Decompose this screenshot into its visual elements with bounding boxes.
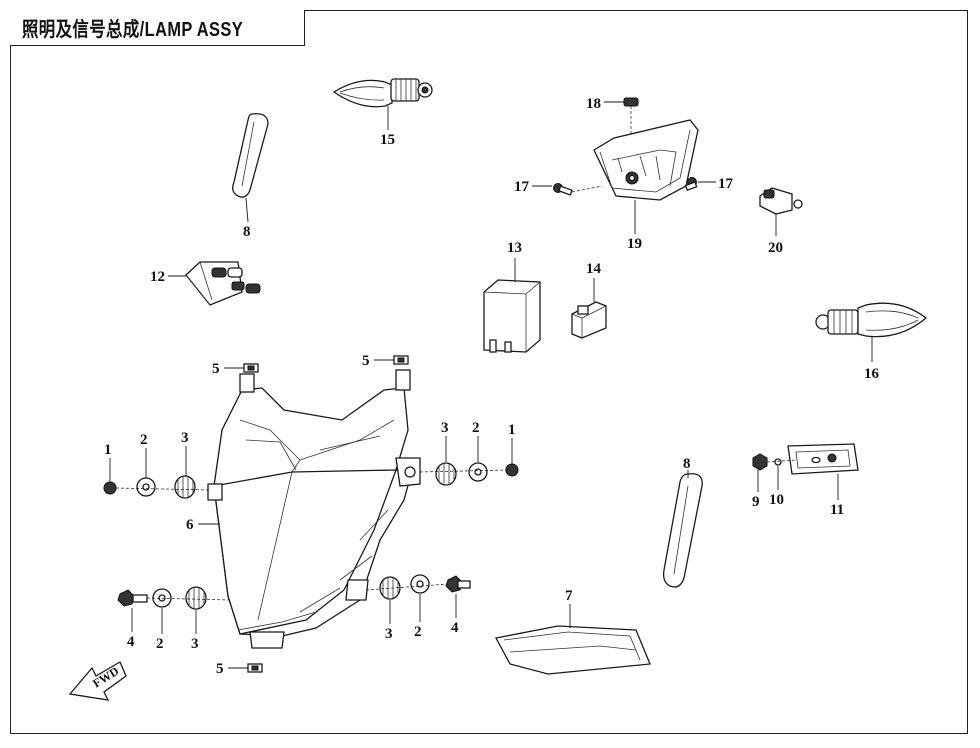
callout-4-right: 4: [451, 620, 459, 636]
part-4-bolt-right: [445, 575, 471, 593]
callout-10: 10: [769, 492, 784, 508]
callout-19: 19: [627, 236, 642, 252]
part-18-clip: [623, 97, 639, 107]
callout-17-right: 17: [718, 176, 734, 192]
callout-16: 16: [864, 366, 880, 382]
callout-2-lower-right: 2: [414, 624, 422, 640]
callout-9: 9: [752, 494, 760, 510]
callout-5-bottom: 5: [216, 661, 224, 677]
callout-7: 7: [565, 588, 573, 604]
part-19-tail-light: [593, 119, 699, 201]
part-2-washer-lower-left: [152, 588, 172, 608]
diagram-title: 照明及信号总成/LAMP ASSY: [22, 19, 244, 41]
part-4-bolt-left: [117, 589, 148, 607]
callout-15: 15: [380, 132, 395, 148]
part-11-plate: [787, 443, 859, 475]
callout-1-right: 1: [508, 422, 516, 438]
fwd-direction-arrow: FWD: [68, 661, 127, 701]
callout-4-left: 4: [127, 634, 135, 650]
part-15-turn-signal-front: [332, 78, 433, 108]
callout-2-upper-left: 2: [140, 432, 148, 448]
callout-3-upper-right: 3: [441, 420, 449, 436]
part-3-grommet-right: [435, 462, 457, 486]
callout-6: 6: [186, 517, 194, 533]
callout-18: 18: [586, 96, 601, 112]
callout-12: 12: [150, 269, 165, 285]
callout-13: 13: [507, 240, 522, 256]
part-10-washer: [774, 458, 782, 466]
part-2-washer-left: [136, 477, 156, 497]
callout-8-upper: 8: [243, 224, 251, 240]
part-3-grommet-lower-right: [379, 576, 401, 600]
callout-2-lower-left: 2: [156, 636, 164, 652]
part-5-clip-a: [243, 363, 259, 373]
part-16-turn-signal-rear: [815, 302, 928, 338]
callout-3-lower-left: 3: [191, 636, 199, 652]
callout-1-left: 1: [104, 442, 112, 458]
part-9-nut: [752, 453, 768, 471]
part-20-sensor: [759, 187, 803, 215]
part-3-grommet-left: [174, 475, 196, 499]
callout-3-upper-left: 3: [181, 430, 189, 446]
callout-11: 11: [830, 502, 844, 518]
part-2-washer-lower-right: [410, 574, 430, 594]
part-5-clip-c: [247, 663, 263, 673]
part-8-reflector-lower: [662, 473, 703, 588]
callout-20: 20: [768, 240, 783, 256]
diagram-frame: [10, 10, 968, 734]
callout-3-lower-right: 3: [385, 626, 393, 642]
part-13-flasher-relay: [483, 279, 541, 353]
part-14-connector: [571, 301, 607, 339]
title-box: 照明及信号总成/LAMP ASSY: [10, 10, 305, 46]
part-7-lower-cover: [495, 625, 651, 675]
callout-5-upper-left: 5: [212, 361, 220, 377]
part-3-grommet-lower-left: [185, 586, 207, 610]
part-5-clip-b: [393, 355, 409, 365]
part-17-screw-left: [553, 183, 573, 196]
part-1-nut-left: [103, 481, 117, 495]
part-17-screw-right: [684, 177, 698, 192]
part-2-washer-right: [468, 462, 488, 482]
callout-2-upper-right: 2: [472, 420, 480, 436]
callout-14: 14: [586, 261, 602, 277]
callout-5-upper-right: 5: [362, 353, 370, 369]
part-6-headlight-housing: [207, 369, 421, 649]
part-12-plate-light: [185, 261, 261, 306]
part-8-reflector-upper: [232, 113, 269, 198]
callout-8-lower: 8: [683, 456, 691, 472]
callout-17-left: 17: [514, 179, 530, 195]
